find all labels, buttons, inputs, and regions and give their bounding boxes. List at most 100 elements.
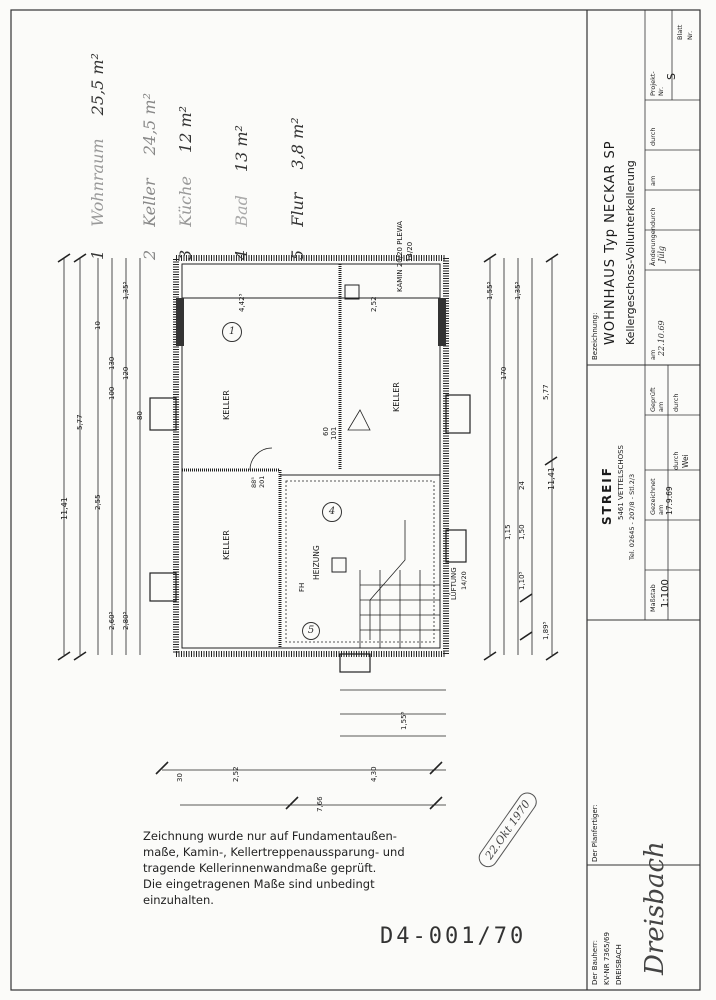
room-list-3-area: 12 m² (176, 105, 195, 153)
dim-80: 80 (136, 411, 144, 420)
aend-durch-label: durch (649, 207, 657, 226)
aend-am-label-2: am (649, 175, 657, 186)
aenderungen-label: Änderungen (649, 226, 657, 266)
room-list-5-name: Flur (288, 192, 307, 227)
room-number-circle-4: 4 (322, 502, 342, 522)
room-list-5-num: 5 (288, 249, 307, 260)
company-logo: STREIF (600, 466, 614, 525)
note-line-4: Die eingetragenen Maße sind unbedingt (143, 877, 375, 891)
room-list-2-num: 2 (140, 249, 159, 260)
projekt-nr-label: Nr. (657, 86, 665, 96)
company-phone: Tel. 02645 - 207/8 - Stl.2/3 (628, 473, 636, 560)
room-list-4-area: 13 m² (232, 125, 251, 173)
room-list-2: 2 Keller 24,5 m² (140, 93, 159, 260)
drawing-title: WOHNHAUS Typ NECKAR SP (603, 140, 618, 345)
dim-120: 120 (122, 366, 130, 380)
dim-30: 30 (176, 773, 184, 782)
dim-430: 4,30 (370, 766, 378, 782)
room-list-4-name: Bad (232, 195, 251, 227)
door-label-101: 101 (330, 426, 338, 440)
sheet-border (10, 9, 701, 991)
room-list-5: 5 Flur 3,8 m² (288, 117, 307, 260)
room-list-1-num: 1 (88, 249, 107, 260)
door-label-201: 201 (258, 475, 266, 488)
dim-2805: 2,80⁵ (122, 611, 130, 630)
geprueft-am: am (657, 401, 665, 412)
dim-1355: 1,35⁵ (122, 281, 130, 300)
company-address: 5461 VETTELSCHOSS (617, 445, 625, 520)
gezeichnet-name: Wei (681, 454, 690, 468)
dim-1895: 1,89⁵ (542, 621, 550, 640)
dim-overall-right: 11,41 (547, 467, 556, 490)
note-line-3: tragende Kellerinnenwandmaße geprüft. (143, 861, 377, 875)
kv-number: KV-NR 7365/69 (603, 932, 611, 985)
dim-252-bottom: 2,52 (232, 766, 240, 782)
room-label-keller-2: KELLER (392, 382, 401, 412)
document-number: D4-001/70 (380, 924, 527, 949)
planfertiger-label: Der Planfertiger: (591, 804, 599, 862)
dim-100: 100 (108, 386, 116, 400)
gezeichnet-durch: durch (672, 451, 680, 470)
dim-255: 2,55 (94, 494, 102, 510)
door-label-60: 60 (322, 427, 330, 436)
dim-1105: 1,10⁵ (518, 571, 526, 590)
massstab-value: 1:100 (660, 579, 671, 608)
gezeichnet-label: Gezeichnet (649, 478, 657, 515)
room-list-1-area: 25,5 m² (88, 53, 107, 116)
blatt-nr-label: Nr. (686, 30, 694, 40)
projekt-value: S (665, 73, 678, 80)
room-list-3-name: Küche (176, 176, 195, 227)
dim-overall-left: 11,41 (60, 497, 69, 520)
outer-wall (173, 255, 449, 657)
bauherr-name: DREISBACH (615, 944, 623, 985)
room-label-lueftung-size: 14/20 (460, 571, 468, 590)
dim-1355-right: 1,35⁵ (514, 281, 522, 300)
dim-1555-bottom: 1,55⁵ (400, 711, 408, 730)
dim-1555: 1,55⁵ (486, 281, 494, 300)
room-label-fh: FH (298, 582, 306, 592)
bauherr-label: Der Bauherr: (591, 940, 599, 985)
dim-10: 10 (94, 321, 102, 330)
room-list-2-area: 24,5 m² (140, 92, 159, 156)
geprueft-durch: durch (672, 393, 680, 412)
blatt-label: Blatt (676, 24, 684, 40)
dim-766: 7,66 (316, 796, 324, 812)
dim-150: 1,50 (518, 524, 526, 540)
room-list-3: 3 Küche 12 m² (176, 106, 195, 260)
aend-date: 22.10.69 (657, 320, 666, 356)
dim-115: 1,15 (504, 524, 512, 540)
gezeichnet-am: am (657, 504, 665, 515)
projekt-label: Projekt- (649, 71, 657, 96)
dim-24: 24 (518, 481, 526, 490)
floor-plan (57, 253, 559, 810)
room-list-1: 1 Wohnraum 25,5 m² (88, 53, 107, 260)
door-label-885: 88⁵ (250, 477, 258, 488)
aend-name: Jülg (657, 245, 666, 262)
room-label-heizung: HEIZUNG (312, 545, 321, 580)
note-line-2: maße, Kamin-, Kellertreppenaussparung- u… (143, 845, 405, 859)
aend-am-label: am (649, 349, 657, 360)
geprueft-label: Geprüft (649, 387, 657, 412)
verification-note: Zeichnung wurde nur auf Fundamentaußen- … (143, 828, 463, 908)
dim-577-left: 5,77 (76, 414, 84, 430)
kamin-size: 14/20 (406, 241, 414, 262)
bezeichnung-label: Bezeichnung: (591, 312, 599, 360)
room-label-keller-3: KELLER (222, 530, 231, 560)
gezeichnet-date: 17.9.69 (665, 486, 674, 515)
room-number-circle-5: 5 (302, 622, 320, 640)
dim-4425: 4,42⁵ (238, 293, 246, 312)
room-list-3-num: 3 (176, 249, 195, 260)
dim-252-inner: 2,52 (370, 296, 378, 312)
drawing-subtitle: Kellergeschoss-Vollunterkellerung (624, 160, 637, 345)
room-list-5-area: 3,8 m² (288, 117, 307, 170)
kamin-label: KAMIN 20/20 PLEWA (396, 220, 404, 292)
dim-2605: 2,60⁵ (108, 611, 116, 630)
massstab-label: Maßstab (649, 584, 657, 612)
room-list-4: 4 Bad 13 m² (232, 125, 251, 260)
aend-durch-label-2: durch (649, 127, 657, 146)
dim-170: 170 (500, 366, 508, 380)
room-list-4-num: 4 (232, 249, 251, 260)
dim-130: 130 (108, 356, 116, 370)
